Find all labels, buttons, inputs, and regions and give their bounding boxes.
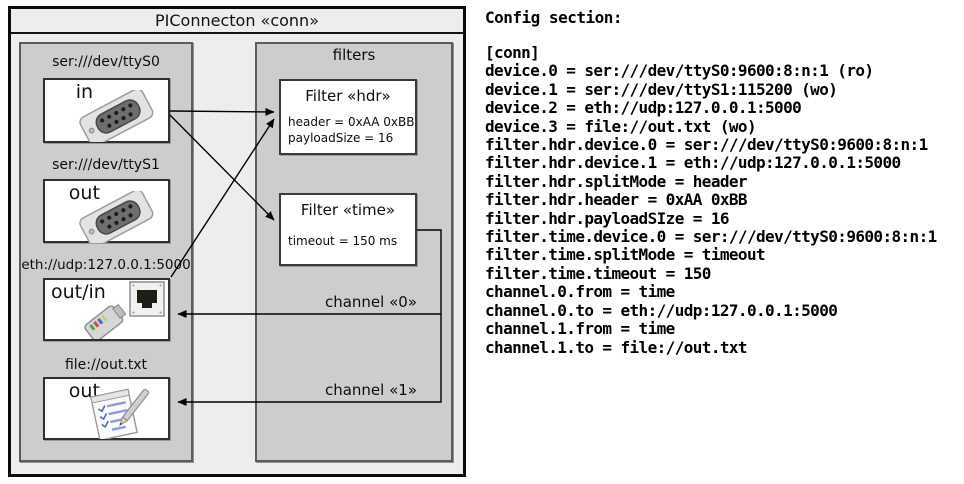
filter-property: payloadSize = 16 — [288, 131, 394, 145]
filter-time-properties: timeout = 150 ms — [288, 233, 415, 249]
device-direction-label: in — [75, 81, 94, 103]
config-line: channel.1.to = file://out.txt — [485, 337, 748, 357]
device-label-file: file://out.txt — [64, 357, 148, 373]
config-section: Config section: [conn]device.0 = ser:///… — [485, 8, 960, 357]
device-direction-label: out — [68, 380, 100, 402]
notepad-icon — [89, 388, 150, 439]
config-line: channel.0.to = eth://udp:127.0.0.1:5000 — [485, 300, 838, 320]
filter-box-hdr: Filter «hdr» header = 0xAA 0xBB payloadSi… — [279, 79, 417, 155]
config-line: filter.hdr.payloadSIze = 16 — [485, 208, 729, 228]
device-box-file: out — [43, 377, 170, 440]
device-label-ttys1: ser:///dev/ttyS1 — [52, 157, 160, 173]
config-line: device.2 = eth://udp:127.0.0.1:5000 — [485, 98, 802, 118]
config-line: filter.hdr.device.0 = ser:///dev/ttyS0:9… — [485, 135, 928, 155]
device-direction-label: out/in — [51, 281, 106, 303]
config-line: filter.time.timeout = 150 — [485, 263, 711, 283]
filter-time-title: Filter «time» — [300, 201, 396, 219]
config-line: filter.hdr.device.1 = eth://udp:127.0.0.… — [485, 153, 901, 173]
config-line: filter.time.device.0 = ser:///dev/ttyS0:… — [485, 227, 937, 247]
config-line: filter.hdr.splitMode = header — [485, 171, 748, 191]
config-heading: Config section: — [485, 8, 623, 27]
channel-1-label: channel «1» — [324, 381, 417, 399]
device-direction-label: out — [68, 182, 100, 204]
device-label-ttys0: ser:///dev/ttyS0 — [52, 54, 160, 70]
config-line: device.1 = ser:///dev/ttyS1:115200 (wo) — [485, 79, 838, 99]
config-line: device.3 = file://out.txt (wo) — [485, 116, 757, 136]
device-box-eth: out/in — [43, 278, 170, 341]
device-label-eth: eth://udp:127.0.0.1:5000 — [21, 257, 191, 273]
serial-connector-icon — [79, 191, 154, 243]
channel-0-label: channel «0» — [324, 293, 417, 311]
config-line: channel.0.from = time — [485, 282, 675, 302]
config-line: [conn] — [485, 43, 540, 62]
filter-property: header = 0xAA 0xBB — [288, 115, 415, 129]
config-lines: [conn]device.0 = ser:///dev/ttyS0:9600:8… — [485, 43, 960, 357]
filter-hdr-properties: header = 0xAA 0xBB payloadSize = 16 — [288, 114, 415, 146]
serial-connector-icon — [79, 90, 154, 142]
device-box-ttys1: out — [43, 179, 170, 243]
config-line: device.0 = ser:///dev/ttyS0:9600:8:n:1 (… — [485, 61, 874, 81]
config-line: filter.hdr.header = 0xAA 0xBB — [485, 190, 748, 210]
filter-property: timeout = 150 ms — [288, 234, 398, 248]
config-line: filter.time.splitMode = timeout — [485, 245, 766, 265]
filter-hdr-title: Filter «hdr» — [305, 87, 391, 105]
device-box-ttys0: in — [43, 78, 170, 143]
ethernet-connector-icon — [84, 281, 165, 339]
filter-box-time: Filter «time» timeout = 150 ms — [279, 193, 417, 266]
diagram-title: PIConnecton «conn» — [11, 9, 463, 34]
config-line: channel.1.from = time — [485, 319, 675, 339]
filters-title: filters — [332, 46, 376, 64]
